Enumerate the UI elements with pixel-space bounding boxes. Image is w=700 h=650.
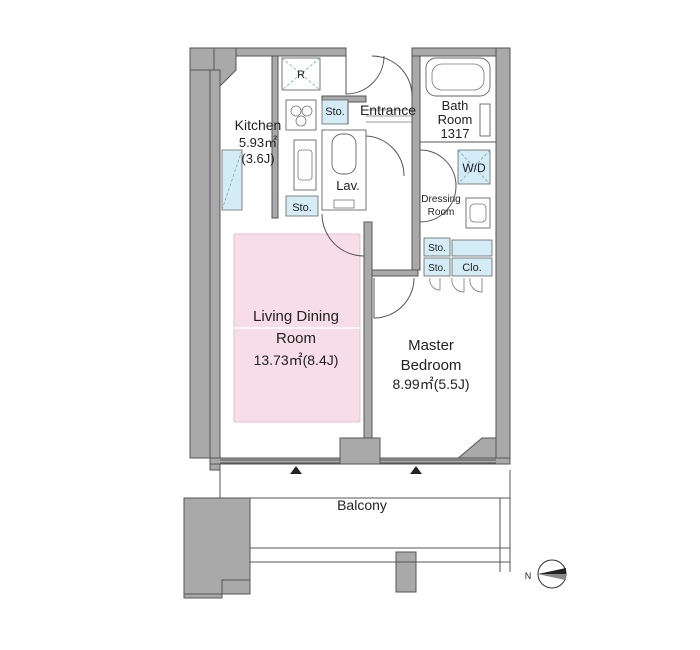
balcony-label: Balcony	[337, 497, 387, 513]
window-sashes	[220, 459, 496, 474]
living-label-2: Room	[276, 330, 316, 347]
living-label-1: Living Dining	[253, 308, 339, 325]
sto-kitchen-label: Sto.	[292, 202, 312, 214]
window-marker-left	[290, 466, 302, 474]
dressing-label-2: Room	[428, 207, 455, 218]
fridge-label: R	[297, 69, 305, 81]
walls	[189, 47, 511, 471]
bath-code: 1317	[441, 126, 470, 141]
compass-label: N	[525, 571, 532, 581]
dressing-label-1: Dressing	[421, 194, 460, 205]
balcony	[183, 470, 511, 599]
lav-label: Lav.	[336, 178, 360, 193]
clo-label: Clo.	[462, 262, 482, 274]
window-marker-right	[410, 466, 422, 474]
washer-label: W/D	[462, 161, 486, 175]
kitchen-name: Kitchen	[235, 117, 282, 133]
living-area: 13.73㎡(8.4J)	[254, 352, 339, 368]
bath-label-1: Bath	[442, 98, 469, 113]
kitchen-jo: (3.6J)	[241, 151, 274, 166]
kitchen-area	[221, 57, 321, 217]
bath-dressing	[419, 57, 496, 293]
sto-dress2-label: Sto.	[428, 263, 446, 274]
master-label-1: Master	[408, 337, 454, 354]
master-bedroom-door	[373, 277, 415, 319]
sto-dress1-label: Sto.	[428, 243, 446, 254]
kitchen-area: 5.93㎡	[239, 135, 277, 150]
room-labels: R Kitchen 5.93㎡ (3.6J) Sto. Entrance Lav…	[235, 69, 486, 513]
entrance-lav	[321, 55, 413, 257]
entrance-label: Entrance	[360, 102, 416, 118]
sto-entrance-label: Sto.	[325, 106, 345, 118]
living-dining-room	[233, 233, 361, 423]
compass-icon: N	[525, 559, 567, 589]
master-label-2: Bedroom	[401, 357, 462, 374]
bath-label-2: Room	[438, 112, 473, 127]
master-area: 8.99㎡(5.5J)	[392, 376, 469, 392]
